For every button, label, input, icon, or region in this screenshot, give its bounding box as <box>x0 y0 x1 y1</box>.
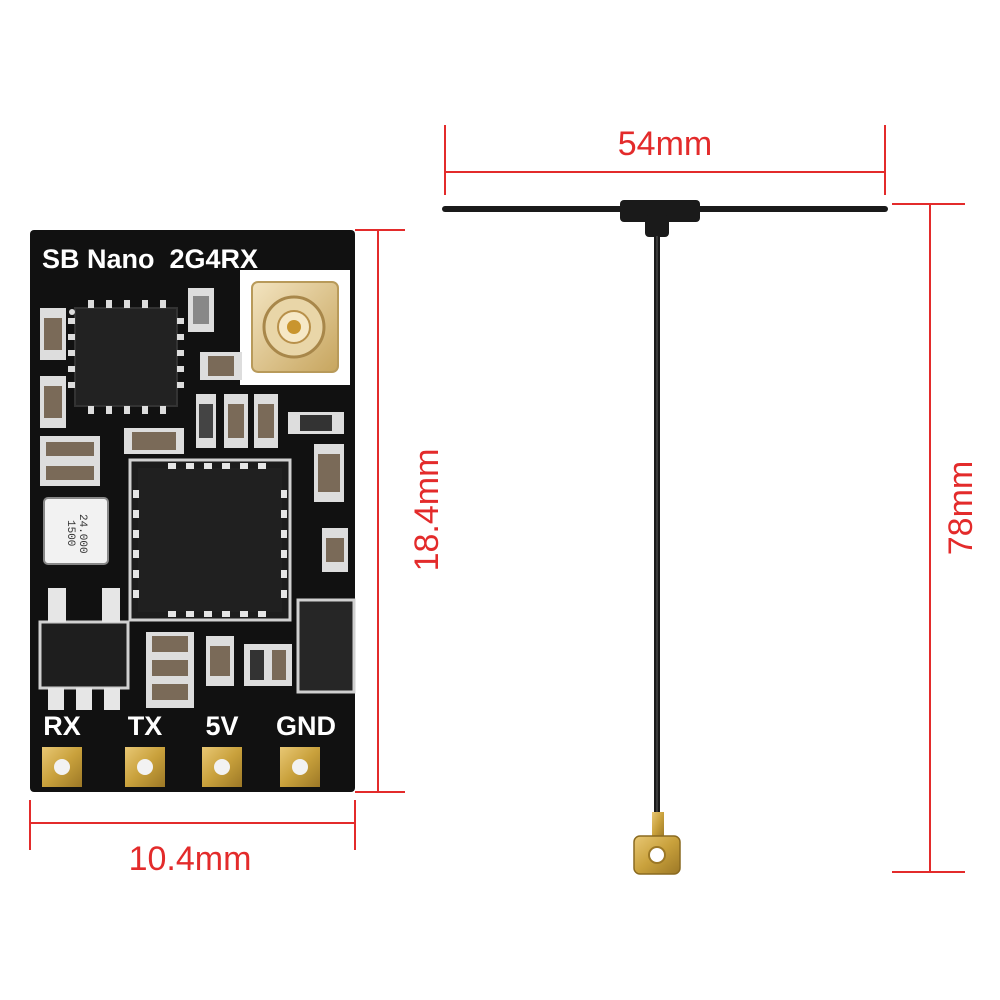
pin-label-tx: TX <box>128 711 163 741</box>
rf-chip <box>68 300 184 414</box>
antenna-width-label: 54mm <box>618 125 712 163</box>
antenna-length-dimension <box>892 203 965 873</box>
mcu-chip <box>128 458 292 622</box>
board-title: SB Nano 2G4RX <box>42 244 258 274</box>
crystal-label-2: 1500 <box>64 520 76 546</box>
board-width-dimension <box>29 800 356 850</box>
pin-label-gnd: GND <box>276 711 336 741</box>
antenna-length-label: 78mm <box>942 461 980 555</box>
t-antenna <box>442 200 888 875</box>
solder-pads <box>42 747 320 787</box>
smd-components <box>38 288 356 710</box>
board-height-label: 18.4mm <box>408 449 446 572</box>
pin-label-rx: RX <box>43 711 81 741</box>
receiver-board: SB Nano 2G4RX <box>30 230 356 792</box>
pin-label-5v: 5V <box>205 711 238 741</box>
board-height-dimension <box>355 229 405 793</box>
ufl-connector <box>240 270 350 385</box>
crystal-label-1: 24.000 <box>76 514 88 554</box>
board-width-label: 10.4mm <box>129 840 252 878</box>
antenna-width-dimension <box>444 125 886 195</box>
crystal-oscillator: 24.000 1500 <box>43 497 109 565</box>
